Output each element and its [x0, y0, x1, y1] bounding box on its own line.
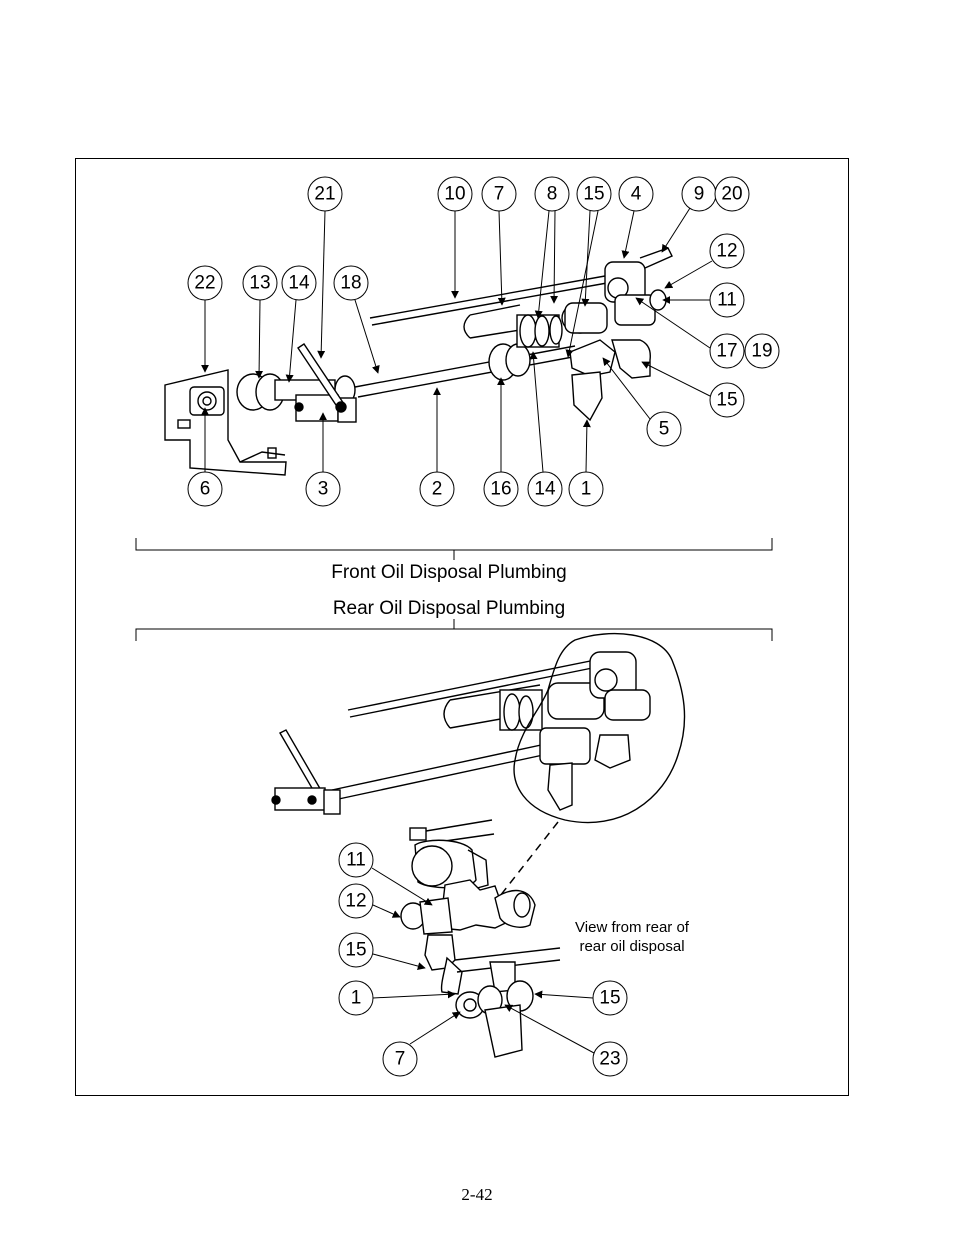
svg-text:20: 20	[721, 184, 742, 205]
svg-text:12: 12	[716, 241, 737, 262]
callout-15-right: 15	[709, 382, 745, 418]
callout-11: 11	[709, 282, 745, 318]
callout-15-top: 15	[576, 176, 612, 212]
rear-callout-23: 23	[592, 1041, 628, 1077]
rear-callout-12: 12	[338, 883, 374, 919]
view-note-line-1: View from rear of	[575, 919, 690, 936]
rear-leader-lines	[371, 867, 595, 1054]
callout-9: 9	[681, 176, 717, 212]
callout-2: 2	[419, 471, 455, 507]
svg-text:16: 16	[490, 479, 511, 500]
svg-text:2: 2	[432, 479, 443, 500]
rear-callout-15-right: 15	[592, 980, 628, 1016]
svg-text:12: 12	[345, 891, 366, 912]
front-callouts: 21 10 7 8 15 4 9 20 12 11 17 19 15 5 22 …	[187, 176, 780, 507]
rear-section-title: Rear Oil Disposal Plumbing	[333, 598, 565, 619]
svg-text:8: 8	[547, 184, 558, 205]
rear-callout-15-left: 15	[338, 932, 374, 968]
callout-13: 13	[242, 265, 278, 301]
svg-text:5: 5	[659, 419, 670, 440]
svg-text:1: 1	[351, 988, 362, 1009]
rear-section-bracket	[135, 619, 773, 641]
svg-text:21: 21	[314, 184, 335, 205]
svg-text:9: 9	[694, 184, 705, 205]
rear-callout-7: 7	[382, 1041, 418, 1077]
front-leader-lines	[201, 207, 713, 473]
front-section-title: Front Oil Disposal Plumbing	[331, 562, 566, 583]
callout-6: 6	[187, 471, 223, 507]
svg-text:15: 15	[716, 390, 737, 411]
callout-12: 12	[709, 233, 745, 269]
callout-4: 4	[618, 176, 654, 212]
callout-10: 10	[437, 176, 473, 212]
figure-frame	[75, 158, 849, 1096]
svg-text:13: 13	[249, 273, 270, 294]
callout-14-bottom: 14	[527, 471, 563, 507]
svg-text:19: 19	[751, 341, 772, 362]
svg-text:15: 15	[345, 940, 366, 961]
callout-3: 3	[305, 471, 341, 507]
svg-text:7: 7	[494, 184, 505, 205]
svg-text:23: 23	[599, 1049, 620, 1070]
svg-text:1: 1	[581, 479, 592, 500]
callout-20: 20	[714, 176, 750, 212]
rear-callout-11: 11	[338, 842, 374, 878]
callout-17: 17	[709, 333, 745, 369]
callout-8: 8	[534, 176, 570, 212]
callout-21: 21	[307, 176, 343, 212]
svg-text:14: 14	[534, 479, 556, 500]
page-number: 2-42	[461, 1185, 493, 1204]
callout-14-left: 14	[281, 265, 317, 301]
svg-text:18: 18	[340, 273, 361, 294]
rear-assembly-drawing	[271, 632, 686, 824]
svg-text:10: 10	[444, 184, 465, 205]
svg-text:11: 11	[346, 850, 366, 871]
detail-connector-line	[499, 821, 559, 897]
rear-detail-drawing	[400, 819, 561, 1058]
svg-text:22: 22	[194, 273, 215, 294]
svg-text:3: 3	[318, 479, 329, 500]
svg-text:17: 17	[716, 341, 737, 362]
callout-19: 19	[744, 333, 780, 369]
rear-callout-1: 1	[338, 980, 374, 1016]
callout-18: 18	[333, 265, 369, 301]
svg-text:7: 7	[395, 1049, 406, 1070]
svg-text:15: 15	[599, 988, 620, 1009]
callout-7: 7	[481, 176, 517, 212]
svg-text:6: 6	[200, 479, 211, 500]
rear-callouts: 11 12 15 1 7 15 23	[338, 842, 628, 1077]
callout-16: 16	[483, 471, 519, 507]
front-section-bracket	[135, 538, 773, 560]
view-note-line-2: rear oil disposal	[579, 938, 684, 955]
callout-22: 22	[187, 265, 223, 301]
svg-text:14: 14	[288, 273, 310, 294]
svg-text:11: 11	[717, 290, 737, 311]
svg-text:15: 15	[583, 184, 604, 205]
front-assembly-drawing	[164, 247, 673, 476]
callout-5: 5	[646, 411, 682, 447]
callout-1: 1	[568, 471, 604, 507]
svg-text:4: 4	[631, 184, 642, 205]
